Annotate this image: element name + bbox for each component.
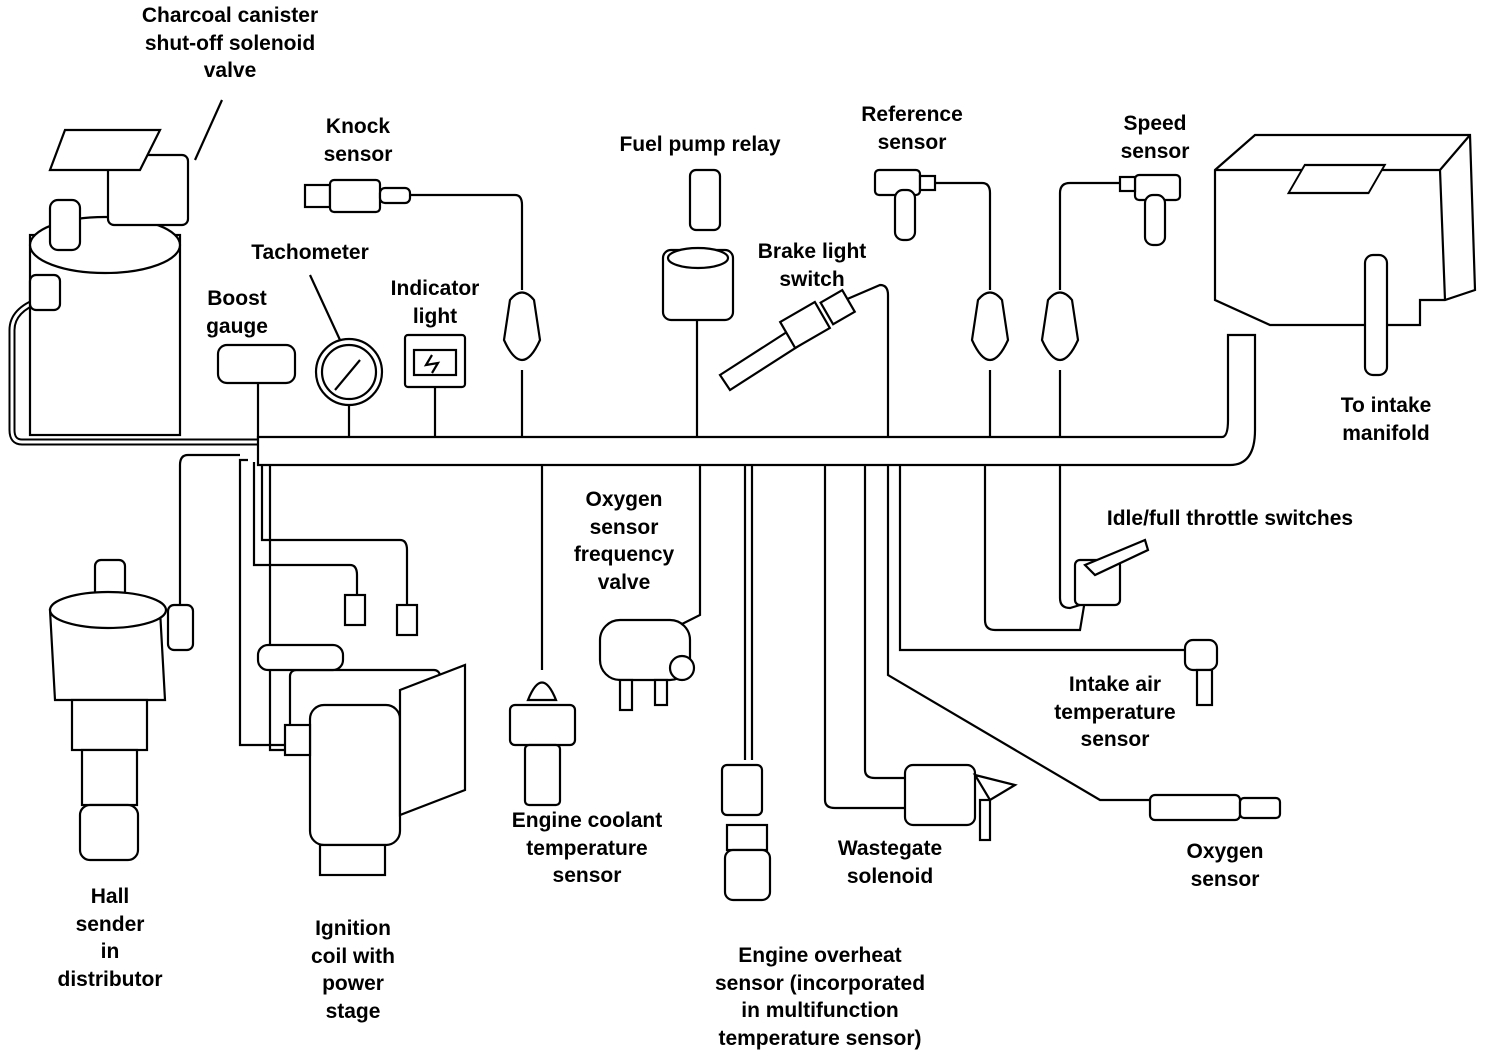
label-knock-sensor: Knock sensor (323, 115, 393, 166)
wiring-harness (256, 333, 1257, 467)
upper-wires (256, 181, 1120, 440)
label-boost-gauge: Boost gauge (206, 287, 268, 338)
label-oxygen-sensor: Oxygen sensor (1186, 840, 1264, 891)
charcoal-canister-solenoid (28, 99, 224, 437)
label-brake-light-switch: Brake light switch (757, 240, 867, 291)
ignition-coil (256, 593, 467, 877)
label-tachometer: Tachometer (251, 241, 369, 264)
label-hall-sender: Hall sender in distributor (57, 885, 163, 991)
control-unit (1213, 133, 1477, 377)
brake-light-switch (718, 288, 857, 392)
fuel-pump-relay (661, 168, 735, 322)
label-idle-full-throttle: Idle/full throttle switches (1106, 507, 1354, 530)
engine-coolant-temperature-sensor (508, 681, 577, 807)
label-engine-coolant-temp-sensor: Engine coolant temperature sensor (511, 809, 663, 887)
hall-sender-distributor (48, 558, 195, 862)
label-wastegate-solenoid: Wastegate solenoid (837, 837, 943, 888)
idle-full-throttle-switches (1073, 538, 1150, 607)
lower-wires (178, 453, 1190, 810)
label-oxygen-sensor-frequency-valve: Oxygen sensor frequency valve (573, 488, 675, 594)
label-engine-overheat-sensor: Engine overheat sensor (incorporated in … (714, 944, 926, 1050)
engine-overheat-sensor (720, 763, 772, 902)
label-indicator-light: Indicator light (390, 277, 480, 328)
label-charcoal-canister: Charcoal canister shut-off solenoid valv… (141, 4, 319, 82)
oxygen-sensor-frequency-valve (598, 618, 696, 712)
label-intake-air-temp-sensor: Intake air temperature sensor (1054, 673, 1176, 751)
intake-air-temperature-sensor (1183, 638, 1219, 707)
label-fuel-pump-relay: Fuel pump relay (619, 133, 781, 156)
reference-sensor (873, 168, 937, 242)
label-speed-sensor: Speed sensor (1120, 112, 1190, 163)
boost-gauge (216, 343, 297, 385)
wastegate-solenoid (903, 763, 1018, 842)
inline-connectors (502, 291, 1080, 361)
tachometer (309, 274, 384, 407)
oxygen-sensor (1148, 793, 1282, 822)
indicator-light (403, 333, 467, 389)
speed-sensor (1118, 173, 1182, 247)
knock-sensor (303, 178, 412, 214)
label-to-intake-manifold: To intake manifold (1340, 394, 1432, 445)
label-ignition-coil: Ignition coil with power stage (311, 917, 395, 1023)
label-reference-sensor: Reference sensor (861, 103, 963, 154)
